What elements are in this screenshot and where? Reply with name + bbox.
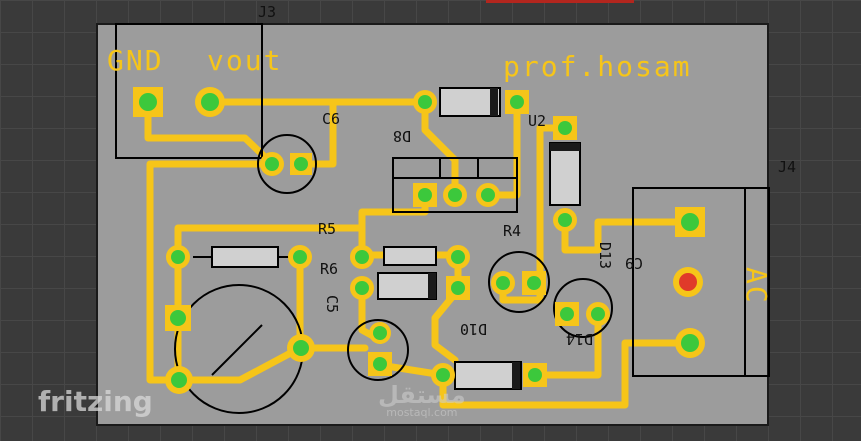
watermark-url: mostaql.com xyxy=(386,406,458,419)
pad-diode-top-2[interactable] xyxy=(505,90,529,114)
pad-d14-1[interactable] xyxy=(555,302,579,326)
vout-label: vout xyxy=(207,44,282,77)
pad-d8-1[interactable] xyxy=(413,183,437,207)
pad-r4-2[interactable] xyxy=(522,271,546,295)
pad-c6-1[interactable] xyxy=(260,152,284,176)
pad-j4-ac[interactable] xyxy=(673,267,703,297)
label-r6: R6 xyxy=(320,260,338,278)
label-d13: D13 xyxy=(596,242,614,269)
pad-d10-1[interactable] xyxy=(431,363,455,387)
window-accent-bar xyxy=(486,0,634,3)
pad-pot-1[interactable] xyxy=(165,305,191,331)
pad-j3-gnd[interactable] xyxy=(133,87,163,117)
label-c9: C9 xyxy=(625,254,643,272)
pad-r6-2[interactable] xyxy=(446,245,470,269)
pad-d8-2[interactable] xyxy=(443,183,467,207)
pad-d8-3[interactable] xyxy=(476,183,500,207)
mostaql-watermark: مستقل mostaql.com xyxy=(378,383,466,418)
pad-cap-1[interactable] xyxy=(369,322,391,344)
pad-diode-top-1[interactable] xyxy=(413,90,437,114)
label-r4: R4 xyxy=(503,222,521,240)
pad-r5-2[interactable] xyxy=(288,245,312,269)
pad-pot-3[interactable] xyxy=(287,334,315,362)
pad-c5-2[interactable] xyxy=(446,276,470,300)
pad-d10-2[interactable] xyxy=(523,363,547,387)
label-d14: D14 xyxy=(566,330,593,348)
silkscreen xyxy=(115,23,770,414)
label-j4: J4 xyxy=(778,158,796,176)
pad-r5-1[interactable] xyxy=(166,245,190,269)
pad-j4-1[interactable] xyxy=(675,207,705,237)
pad-d14-2[interactable] xyxy=(586,302,610,326)
label-d8: D8 xyxy=(393,127,411,145)
ac-label: AC xyxy=(740,267,773,305)
pad-u2-1[interactable] xyxy=(553,116,577,140)
pad-pot-2[interactable] xyxy=(165,366,193,394)
label-d10: D10 xyxy=(460,320,487,338)
pad-r6-1[interactable] xyxy=(350,245,374,269)
pads xyxy=(133,87,705,394)
gnd-label: GND xyxy=(107,44,164,77)
pad-c5-1[interactable] xyxy=(350,276,374,300)
pad-c6-2[interactable] xyxy=(290,153,312,175)
pad-u2-2[interactable] xyxy=(553,208,577,232)
pad-j3-vout[interactable] xyxy=(195,87,225,117)
label-c6: C6 xyxy=(322,110,340,128)
pad-cap-2[interactable] xyxy=(368,352,392,376)
pad-r4-1[interactable] xyxy=(491,271,515,295)
label-u2: U2 xyxy=(528,112,546,130)
label-j3: J3 xyxy=(258,3,276,21)
pad-j4-3[interactable] xyxy=(675,328,705,358)
label-c5: C5 xyxy=(323,295,341,313)
author-label: prof.hosam xyxy=(503,50,692,83)
watermark-arabic: مستقل xyxy=(378,381,466,409)
fritzing-logo: fritzing xyxy=(38,385,153,418)
label-r5: R5 xyxy=(318,220,336,238)
